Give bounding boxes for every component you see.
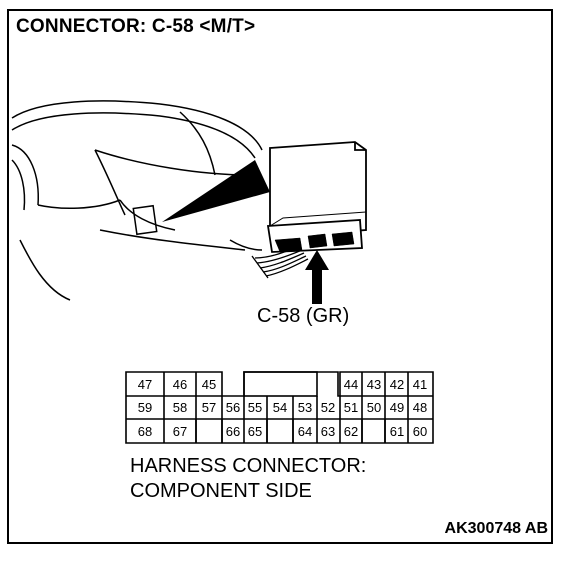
up-arrow-icon [305,250,329,304]
page-title: CONNECTOR: C-58 <M/T> [16,16,256,37]
pin-number: 60 [413,424,427,439]
pin-number: 41 [413,377,427,392]
pin-number: 59 [138,400,152,415]
pin-number: 57 [202,400,216,415]
figure-frame [7,9,553,544]
pin-number: 56 [226,400,240,415]
pin-number: 54 [273,400,287,415]
pin-grid [125,371,434,444]
caption-line-2: COMPONENT SIDE [130,480,312,502]
ecu-module [266,141,367,253]
wire-harness [251,245,309,279]
pin-number: 63 [321,424,335,439]
dashboard-drawing [11,100,263,301]
pin-number: 65 [248,424,262,439]
pin-number: 55 [248,400,262,415]
pin-number: 45 [202,377,216,392]
pin-number: 51 [344,400,358,415]
pin-number: 44 [344,377,358,392]
connector-label: C-58 (GR) [257,305,350,327]
pin-number: 61 [390,424,404,439]
pin-number: 58 [173,400,187,415]
pin-number: 50 [367,400,381,415]
pointer-wedge [162,160,270,222]
pin-number: 66 [226,424,240,439]
pin-number: 62 [344,424,358,439]
figure-code: AK300748 AB [444,520,548,537]
pin-number: 64 [298,424,312,439]
pin-number: 43 [367,377,381,392]
pin-number: 48 [413,400,427,415]
pin-number: 47 [138,377,152,392]
pin-labels: 47 46 45 44 43 42 41 59 58 57 56 55 54 5… [138,377,427,439]
pin-number: 49 [390,400,404,415]
pin-number: 52 [321,400,335,415]
pin-number: 67 [173,424,187,439]
pin-number: 42 [390,377,404,392]
pin-number: 46 [173,377,187,392]
pin-number: 53 [298,400,312,415]
pin-number: 68 [138,424,152,439]
mount-location-marker [132,204,158,236]
caption-line-1: HARNESS CONNECTOR: [130,455,367,477]
